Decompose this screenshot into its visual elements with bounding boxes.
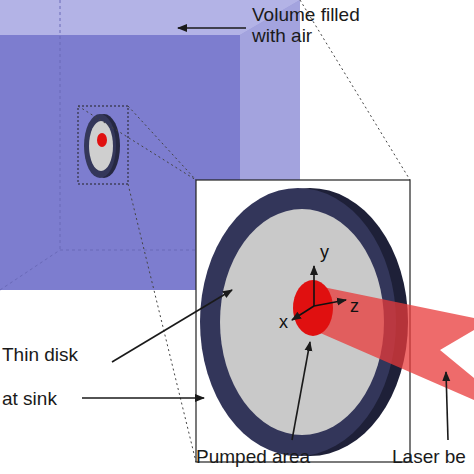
zoom-line — [128, 184, 196, 462]
zoom-line — [78, 106, 196, 180]
leader-line — [112, 290, 232, 362]
axis-label: x — [279, 312, 288, 333]
axis-label: y — [320, 242, 329, 263]
leader-line — [292, 342, 310, 440]
part-label: Pumped area — [196, 446, 310, 467]
part-label: Laser be — [392, 446, 466, 467]
zoom-line — [300, 0, 410, 180]
pumped-area — [293, 280, 333, 336]
volume-label: Volume filled with air — [252, 4, 392, 46]
axis-label: z — [350, 296, 359, 317]
leader-line — [178, 27, 246, 29]
zoom-box-small — [78, 106, 128, 184]
small-disk — [84, 114, 120, 178]
zoom-line — [128, 106, 196, 180]
leader-line — [82, 397, 204, 399]
part-label: at sink — [2, 388, 57, 409]
leader-line — [446, 372, 448, 440]
axes — [292, 266, 346, 320]
laser-beam — [318, 286, 474, 400]
part-label: Thin disk — [2, 344, 78, 365]
